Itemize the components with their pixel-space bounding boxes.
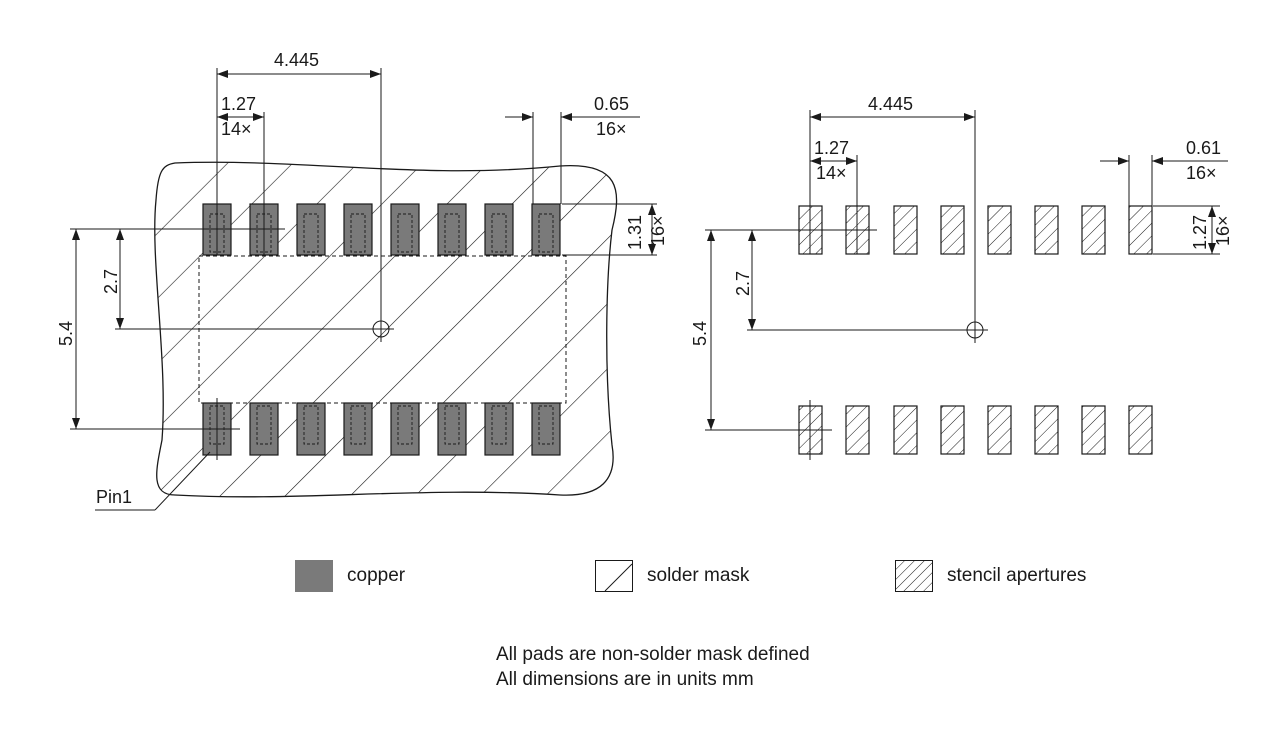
copper-pad: [343, 402, 373, 456]
solder-mask-swatch: [595, 560, 633, 592]
copper-pad: [437, 402, 467, 456]
right-pin-pitch-label: 1.27: [814, 138, 849, 158]
stencil-aperture: [940, 205, 965, 255]
copper-swatch: [295, 560, 333, 592]
left-dimension-lines: [70, 68, 657, 511]
copper-pad: [296, 203, 326, 256]
legend-copper-label: copper: [347, 565, 406, 586]
right-pin-pitch-count: 14×: [816, 163, 847, 183]
right-pitch-label: 4.445: [868, 94, 913, 114]
right-pad-width-count: 16×: [1186, 163, 1217, 183]
copper-pad: [484, 203, 514, 256]
copper-pad: [531, 203, 561, 256]
copper-pad: [484, 402, 514, 456]
right-footprint: 4.445 1.27 14× 0.61 16× 1.27 16× 2.7 5.4: [690, 94, 1233, 460]
legend-solder-mask-label: solder mask: [647, 565, 750, 586]
left-footprint: 4.445 1.27 14× 0.65 16× 1.31 16× 2.7 5.4…: [56, 50, 668, 511]
left-pin-pitch-label: 1.27: [221, 94, 256, 114]
copper-pad: [437, 203, 467, 256]
note-line-2: All dimensions are in units mm: [496, 669, 754, 690]
stencil-swatch: [895, 560, 933, 592]
notes: All pads are non-solder mask defined All…: [496, 642, 810, 692]
copper-pad: [390, 402, 420, 456]
stencil-aperture: [987, 205, 1012, 255]
solder-mask-hatch: [154, 162, 617, 497]
left-pad-height-count: 16×: [648, 215, 668, 246]
copper-pad: [343, 203, 373, 256]
stencil-aperture: [893, 405, 918, 455]
copper-pad: [249, 402, 279, 456]
legend-solder-mask: solder mask: [595, 559, 749, 593]
stencil-aperture: [893, 205, 918, 255]
stencil-aperture: [1034, 205, 1059, 255]
stencil-aperture: [1081, 205, 1106, 255]
right-dimension-lines: [705, 110, 1228, 460]
legend-stencil-label: stencil apertures: [947, 565, 1087, 586]
copper-pad: [296, 402, 326, 456]
stencil-bottom-row: [798, 405, 1153, 455]
left-pad-width-count: 16×: [596, 119, 627, 139]
stencil-aperture: [845, 405, 870, 455]
left-arrowheads: [72, 70, 656, 429]
right-span-label: 5.4: [690, 321, 710, 346]
left-pad-width-label: 0.65: [594, 94, 629, 114]
left-half-span-label: 2.7: [101, 269, 121, 294]
stencil-aperture: [1034, 405, 1059, 455]
stencil-aperture: [1081, 405, 1106, 455]
stencil-aperture: [1128, 405, 1153, 455]
right-pad-height-label: 1.27: [1190, 215, 1210, 250]
note-line-1: All pads are non-solder mask defined: [496, 644, 810, 665]
left-span-label: 5.4: [56, 321, 76, 346]
right-half-span-label: 2.7: [733, 271, 753, 296]
right-pad-width-label: 0.61: [1186, 138, 1221, 158]
left-pitch-label: 4.445: [274, 50, 319, 70]
legend-copper: copper: [295, 559, 405, 593]
legend-stencil: stencil apertures: [895, 559, 1086, 593]
right-arrowheads: [707, 113, 1216, 430]
copper-pad: [390, 203, 420, 256]
copper-pad: [531, 402, 561, 456]
right-pad-height-count: 16×: [1213, 215, 1233, 246]
left-pin-pitch-count: 14×: [221, 119, 252, 139]
bottom-pad-row: [202, 402, 561, 456]
stencil-aperture: [987, 405, 1012, 455]
left-pad-height-label: 1.31: [625, 215, 645, 250]
stencil-aperture: [940, 405, 965, 455]
stencil-aperture: [1128, 205, 1153, 255]
pin1-label: Pin1: [96, 487, 132, 507]
